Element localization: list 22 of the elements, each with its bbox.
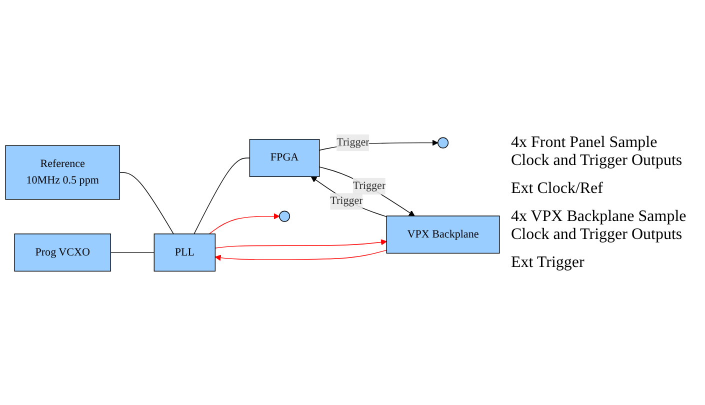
connector xyxy=(119,172,174,234)
note-text: 4x VPX Backplane Sample Clock and Trigger Outputs xyxy=(511,208,688,244)
connector xyxy=(110,252,154,253)
edge-label: Trigger xyxy=(352,180,386,192)
node-box: FPGA xyxy=(249,138,320,177)
node-box: PLL xyxy=(154,233,216,272)
node-circle xyxy=(279,210,290,222)
arrow xyxy=(214,238,387,248)
arrow xyxy=(319,166,415,216)
connector xyxy=(194,157,250,234)
note-text: Ext Trigger xyxy=(511,254,586,272)
node-circle xyxy=(438,136,449,148)
arrow xyxy=(208,212,280,234)
edge-label: Trigger xyxy=(336,136,370,148)
node-box: VPX Backplane xyxy=(386,215,500,254)
note-text: Ext Clock/Ref xyxy=(511,180,604,198)
arrow xyxy=(310,176,387,217)
edge-label: Trigger xyxy=(330,194,363,207)
node-box: Reference 10MHz 0.5 ppm xyxy=(5,144,120,200)
note-text: 4x Front Panel Sample Clock and Trigger Outputs xyxy=(511,134,684,170)
node-box: Prog VCXO xyxy=(14,233,111,272)
arrow xyxy=(214,249,387,260)
